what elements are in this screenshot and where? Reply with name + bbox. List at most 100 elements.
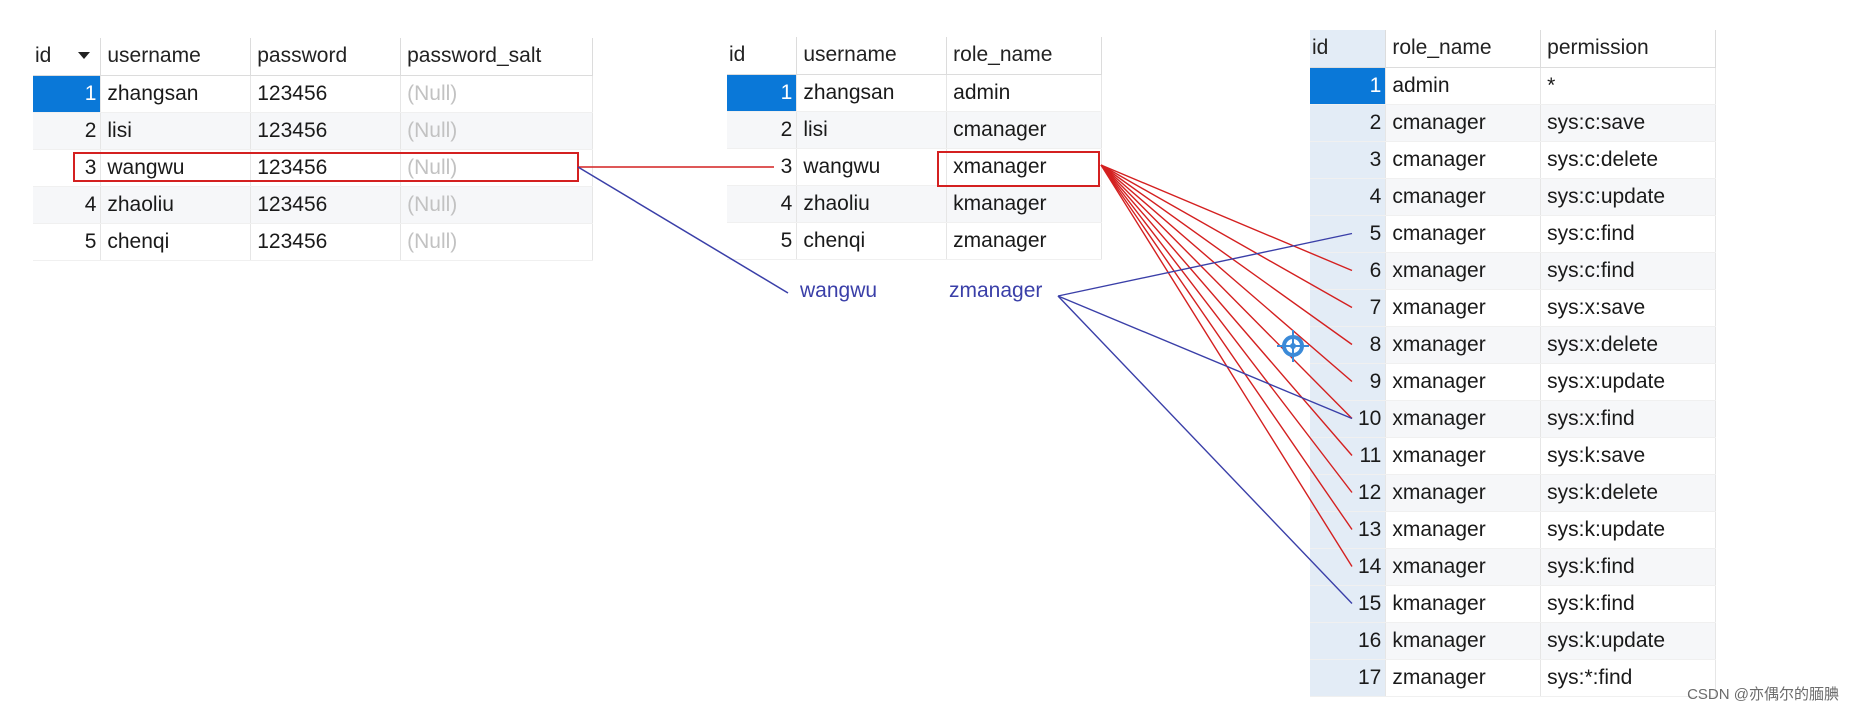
role-name-cell[interactable]: xmanager — [1385, 400, 1542, 438]
permission-cell[interactable]: sys:c:save — [1540, 104, 1716, 142]
permission-cell[interactable]: sys:c:delete — [1540, 141, 1716, 179]
permission-cell[interactable]: sys:k:update — [1540, 511, 1716, 549]
table-row[interactable]: 4 zhaoliu kmanager — [727, 185, 1102, 223]
permission-cell[interactable]: sys:c:update — [1540, 178, 1716, 216]
role-name-cell[interactable]: xmanager — [1385, 437, 1542, 475]
row-id-cell[interactable]: 5 — [33, 223, 102, 261]
role-name-cell[interactable]: xmanager — [1385, 363, 1542, 401]
column-header-password[interactable]: password — [250, 38, 402, 76]
column-header-username[interactable]: username — [100, 38, 252, 76]
row-id-cell[interactable]: 14 — [1310, 548, 1387, 586]
row-id-cell[interactable]: 13 — [1310, 511, 1387, 549]
role-name-cell[interactable]: xmanager — [1385, 289, 1542, 327]
permission-cell[interactable]: sys:k:find — [1540, 548, 1716, 586]
row-id-cell[interactable]: 16 — [1310, 622, 1387, 660]
row-id-cell[interactable]: 15 — [1310, 585, 1387, 623]
row-id-cell[interactable]: 5 — [1310, 215, 1387, 253]
row-id-cell[interactable]: 2 — [1310, 104, 1387, 142]
permission-cell[interactable]: sys:c:find — [1540, 252, 1716, 290]
password-cell[interactable]: 123456 — [250, 75, 402, 113]
row-id-cell[interactable]: 8 — [1310, 326, 1387, 364]
password-cell[interactable]: 123456 — [250, 112, 402, 150]
username-cell[interactable]: zhaoliu — [100, 186, 252, 224]
permission-cell[interactable]: * — [1540, 67, 1716, 105]
username-cell[interactable]: zhangsan — [796, 74, 948, 112]
table-row[interactable]: 3 wangwu xmanager — [727, 148, 1102, 186]
role-name-cell[interactable]: cmanager — [1385, 215, 1542, 253]
permission-cell[interactable]: sys:x:delete — [1540, 326, 1716, 364]
column-header-password-salt[interactable]: password_salt — [400, 38, 593, 76]
role-name-cell[interactable]: admin — [946, 74, 1102, 112]
row-id-cell[interactable]: 11 — [1310, 437, 1387, 475]
role-name-cell[interactable]: kmanager — [1385, 622, 1542, 660]
column-header-role-name[interactable]: role_name — [946, 37, 1102, 75]
permission-cell[interactable]: sys:c:find — [1540, 215, 1716, 253]
password-cell[interactable]: 123456 — [250, 223, 402, 261]
row-id-cell[interactable]: 10 — [1310, 400, 1387, 438]
role-name-cell[interactable]: admin — [1385, 67, 1542, 105]
column-header-id[interactable]: id — [1310, 30, 1387, 68]
permission-cell[interactable]: sys:x:save — [1540, 289, 1716, 327]
sort-desc-icon[interactable] — [78, 52, 91, 59]
row-id-cell[interactable]: 12 — [1310, 474, 1387, 512]
role-name-cell[interactable]: kmanager — [1385, 585, 1542, 623]
column-header-username[interactable]: username — [796, 37, 948, 75]
username-cell[interactable]: wangwu — [796, 148, 948, 186]
row-id-cell[interactable]: 1 — [1310, 67, 1387, 105]
username-cell[interactable]: lisi — [100, 112, 252, 150]
permission-cell[interactable]: sys:x:find — [1540, 400, 1716, 438]
row-id-cell[interactable]: 5 — [727, 222, 798, 260]
column-header-id[interactable]: id — [727, 37, 798, 75]
table-row[interactable]: 1 zhangsan admin — [727, 74, 1102, 112]
role-name-cell[interactable]: zmanager — [1385, 659, 1542, 697]
password-salt-cell[interactable]: (Null) — [400, 75, 593, 113]
row-id-cell[interactable]: 2 — [727, 111, 798, 149]
row-id-cell[interactable]: 1 — [33, 75, 102, 113]
column-header-permission[interactable]: permission — [1540, 30, 1716, 68]
username-cell[interactable]: chenqi — [100, 223, 252, 261]
row-id-cell[interactable]: 2 — [33, 112, 102, 150]
role-name-cell[interactable]: cmanager — [1385, 141, 1542, 179]
row-id-cell[interactable]: 1 — [727, 74, 798, 112]
table-row[interactable]: 2 lisi cmanager — [727, 111, 1102, 149]
row-id-cell[interactable]: 6 — [1310, 252, 1387, 290]
role-name-cell[interactable]: xmanager — [946, 148, 1102, 186]
username-cell[interactable]: zhangsan — [100, 75, 252, 113]
role-name-cell[interactable]: xmanager — [1385, 252, 1542, 290]
username-cell[interactable]: lisi — [796, 111, 948, 149]
password-cell[interactable]: 123456 — [250, 186, 402, 224]
role-name-cell[interactable]: zmanager — [946, 222, 1102, 260]
column-header-id[interactable]: id — [33, 38, 102, 76]
permission-cell[interactable]: sys:k:delete — [1540, 474, 1716, 512]
permission-cell[interactable]: sys:k:find — [1540, 585, 1716, 623]
column-header-role-name[interactable]: role_name — [1385, 30, 1542, 68]
row-id-cell[interactable]: 4 — [33, 186, 102, 224]
row-id-cell[interactable]: 4 — [1310, 178, 1387, 216]
table-row[interactable]: 4 zhaoliu 123456 (Null) — [33, 186, 593, 224]
username-cell[interactable]: zhaoliu — [796, 185, 948, 223]
row-id-cell[interactable]: 9 — [1310, 363, 1387, 401]
role-name-cell[interactable]: cmanager — [1385, 178, 1542, 216]
username-cell[interactable]: chenqi — [796, 222, 948, 260]
role-name-cell[interactable]: kmanager — [946, 185, 1102, 223]
role-name-cell[interactable]: xmanager — [1385, 326, 1542, 364]
row-id-cell[interactable]: 7 — [1310, 289, 1387, 327]
table-row[interactable]: 1 zhangsan 123456 (Null) — [33, 75, 593, 113]
permission-cell[interactable]: sys:k:update — [1540, 622, 1716, 660]
table-row[interactable]: 5 chenqi 123456 (Null) — [33, 223, 593, 261]
